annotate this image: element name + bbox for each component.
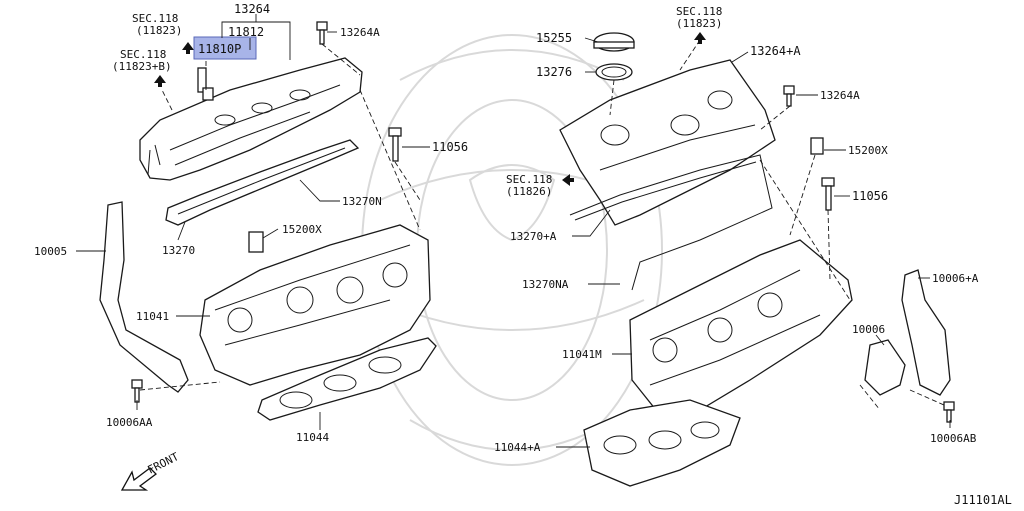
valve-cover-right[interactable]: [559, 59, 776, 226]
bracket-10005[interactable]: [99, 201, 189, 393]
sec118-11823b-label[interactable]: SEC.118: [120, 48, 166, 61]
label-11044-plus-a[interactable]: 11044+A: [494, 441, 541, 454]
bolt-11056-left[interactable]: [388, 127, 402, 162]
gasket-13270-plus-a[interactable]: [569, 154, 773, 291]
label-13264a-left[interactable]: 13264A: [340, 26, 380, 39]
highlight-11810p: [193, 36, 257, 60]
diagram-code: J11101AL: [954, 493, 1012, 507]
head-gasket-11044[interactable]: [257, 337, 437, 421]
sec118-11823-right-label[interactable]: SEC.118: [676, 5, 722, 18]
label-10006-plus-a[interactable]: 10006+A: [932, 272, 979, 285]
bolt-10006aa[interactable]: [131, 379, 143, 403]
label-11056-right[interactable]: 11056: [852, 189, 888, 203]
front-direction-label: FRONT: [145, 450, 181, 477]
cylinder-head-11041[interactable]: [199, 224, 431, 386]
head-gasket-11044-plus-a[interactable]: [583, 399, 741, 487]
seal-13276[interactable]: [595, 63, 633, 81]
label-13276[interactable]: 13276: [536, 65, 572, 79]
sec118-11826-label[interactable]: SEC.118: [506, 173, 552, 186]
label-15200x-right[interactable]: 15200X: [848, 144, 888, 157]
label-11810p[interactable]: 11810P: [198, 42, 241, 56]
label-11056-left[interactable]: 11056: [432, 140, 468, 154]
sec118-11823b-sub[interactable]: (11823+B): [112, 60, 172, 73]
sec118-11826-sub[interactable]: (11826): [506, 185, 552, 198]
label-13264a-right[interactable]: 13264A: [820, 89, 860, 102]
sec118-11823-left-sub[interactable]: (11823): [136, 24, 182, 37]
label-11812[interactable]: 11812: [228, 25, 264, 39]
label-10006aa[interactable]: 10006AA: [106, 416, 153, 429]
label-11041m[interactable]: 11041M: [562, 348, 602, 361]
label-13270[interactable]: 13270: [162, 244, 195, 257]
bracket-10006[interactable]: [864, 339, 906, 396]
label-11044[interactable]: 11044: [296, 431, 329, 444]
pcv-valve-11810p[interactable]: [197, 67, 214, 101]
valve-cover-left[interactable]: [139, 57, 363, 181]
label-13270-plus-a[interactable]: 13270+A: [510, 230, 557, 243]
label-13264[interactable]: 13264: [234, 2, 270, 16]
label-13264-plus-a[interactable]: 13264+A: [750, 44, 801, 58]
oil-cap-15255[interactable]: [593, 32, 635, 52]
labels: SEC.118 (11823) SEC.118 (11823+B) 13264 …: [34, 2, 1012, 507]
plug-15200x-right[interactable]: [810, 137, 824, 155]
cylinder-head-11041m[interactable]: [629, 239, 853, 416]
label-15200x-left[interactable]: 15200X: [282, 223, 322, 236]
bracket-10006-plus-a[interactable]: [901, 269, 951, 396]
plug-15200x-left[interactable]: [248, 231, 264, 253]
sec-arrow-icon: [154, 32, 706, 186]
label-10006ab[interactable]: 10006AB: [930, 432, 977, 445]
bolt-10006ab[interactable]: [943, 401, 955, 423]
label-10005[interactable]: 10005: [34, 245, 67, 258]
bolt-11056-right[interactable]: [821, 177, 835, 211]
label-11041[interactable]: 11041: [136, 310, 169, 323]
label-13270na[interactable]: 13270NA: [522, 278, 569, 291]
gasket-13270[interactable]: [165, 139, 360, 226]
leader-lines: [76, 14, 951, 448]
label-15255[interactable]: 15255: [536, 31, 572, 45]
bolt-13264a-right[interactable]: [783, 85, 795, 107]
bolt-13264a-left[interactable]: [316, 21, 328, 45]
label-13270n[interactable]: 13270N: [342, 195, 382, 208]
sec118-11823-right-sub[interactable]: (11823): [676, 17, 722, 30]
label-10006[interactable]: 10006: [852, 323, 885, 336]
sec118-11823-left-label[interactable]: SEC.118: [132, 12, 178, 25]
front-arrow-icon: [120, 467, 157, 491]
